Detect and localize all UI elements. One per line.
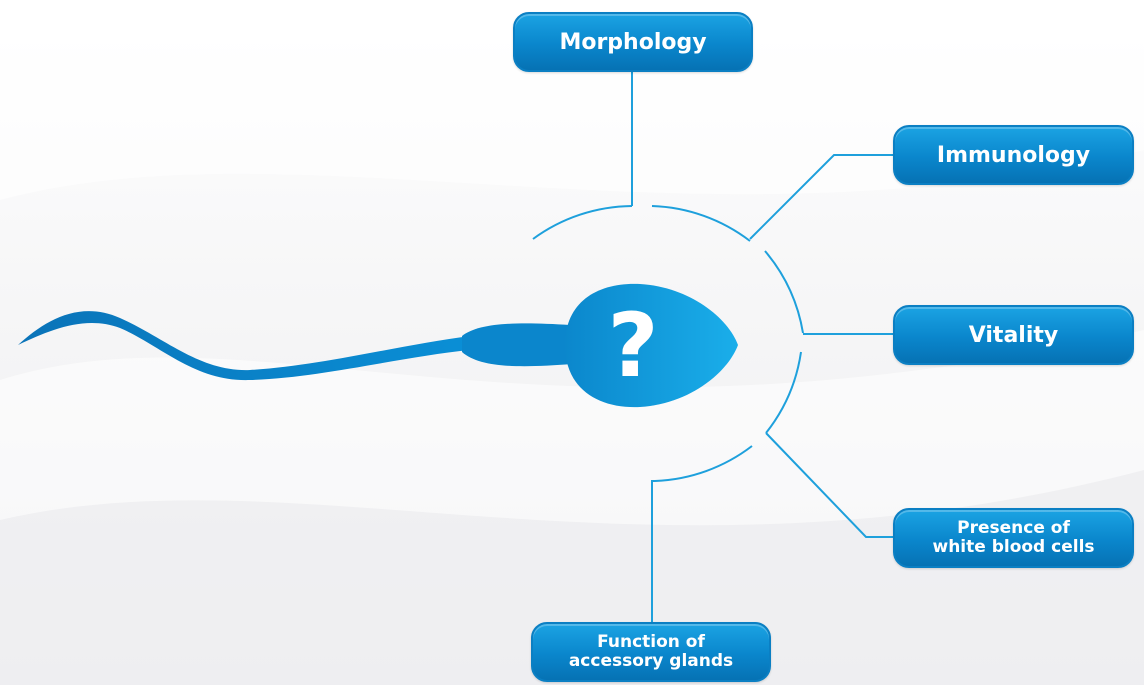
connector-accessory-glands: [651, 480, 655, 622]
sperm-head: [565, 283, 738, 408]
sperm-tail: [18, 311, 470, 381]
node-white-blood-cells: Presence of white blood cells: [893, 508, 1134, 568]
node-immunology: Immunology: [893, 125, 1134, 185]
node-accessory-glands: Function of accessory glands: [531, 622, 771, 682]
node-vitality: Vitality: [893, 305, 1134, 365]
connector-immunology: [749, 154, 893, 240]
arc-ring: [532, 205, 804, 482]
connector-white-blood-cells: [765, 432, 893, 538]
question-mark: ?: [607, 294, 659, 397]
sperm-midpiece: [462, 323, 572, 367]
connector-lines: [631, 72, 893, 622]
node-morphology: Morphology: [513, 12, 753, 72]
